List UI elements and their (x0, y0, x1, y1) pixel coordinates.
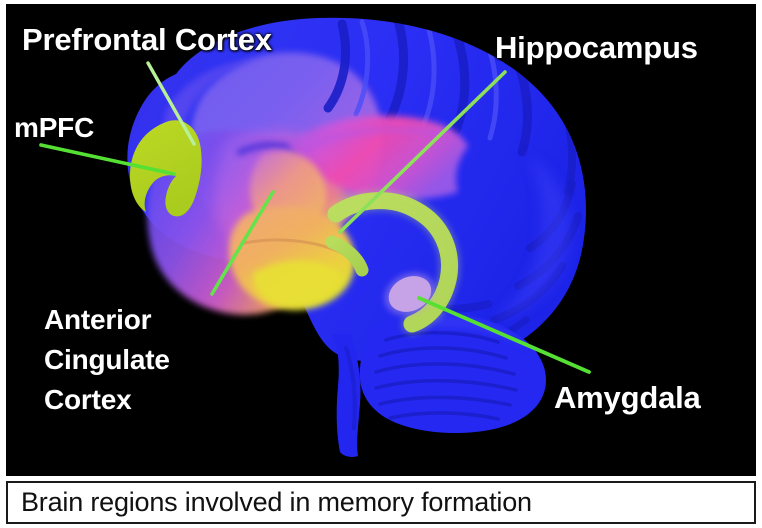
corpus-callosum (288, 115, 468, 200)
leader-line-amygdala (417, 296, 591, 374)
acc-label-line-1: Anterior (44, 304, 152, 335)
leader-lines (39, 61, 591, 374)
leader-line-prefrontal-cortex (146, 61, 196, 146)
cerebellum (359, 313, 546, 434)
caption-bar: Brain regions involved in memory formati… (6, 481, 756, 524)
medial-prefrontal-cortex (130, 120, 202, 217)
acc-label-line-2: Cingulate (44, 343, 170, 375)
amygdala-label: Amygdala (554, 380, 701, 415)
prefrontal-cortex-label: Prefrontal Cortex (22, 22, 272, 57)
mpfc-label: mPFC (14, 112, 95, 143)
acc-label-line-3: Cortex (44, 383, 132, 415)
anterior-cingulate-cortex-label: Anterior Cingulate Cortex (44, 300, 170, 419)
brainstem (332, 334, 361, 457)
hippocampus-label: Hippocampus (495, 30, 698, 65)
amygdala (384, 272, 436, 316)
brain-illustration (39, 17, 591, 457)
figure-panel: Prefrontal Cortex mPFC Hippocampus Amygd… (6, 4, 756, 476)
leader-line-acc (210, 190, 275, 296)
leader-line-mpfc (39, 143, 176, 176)
caption-text: Brain regions involved in memory formati… (21, 487, 532, 517)
leader-line-hippocampus (338, 70, 507, 234)
